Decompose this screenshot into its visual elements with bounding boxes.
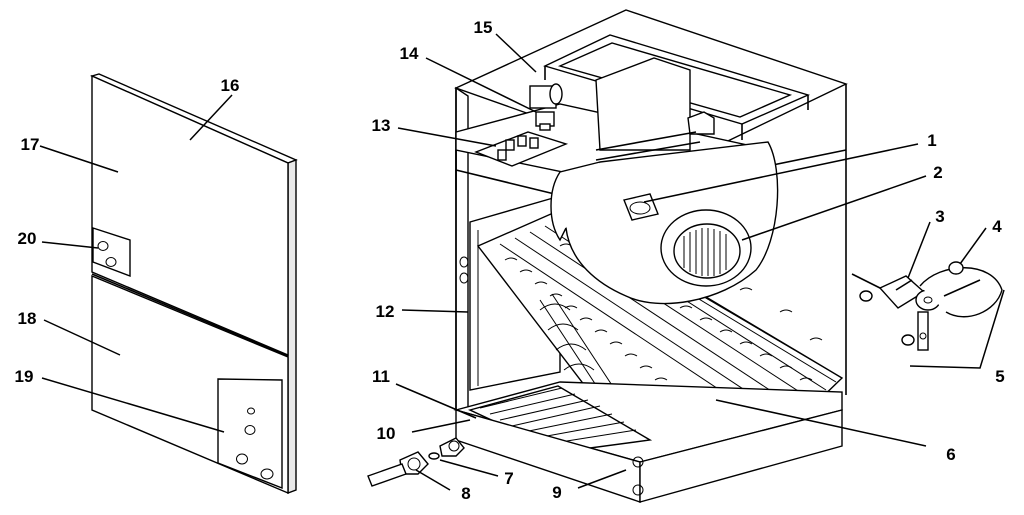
top-filter-frame [543,34,811,151]
callout-17: 17 [21,135,40,154]
callout-13: 13 [372,116,391,135]
callout-6: 6 [946,445,955,464]
callout-15: 15 [474,18,493,37]
motor-mount-assembly [851,261,1003,351]
callout-10: 10 [377,424,396,443]
transformer [529,83,563,131]
drain-fitting [367,451,429,487]
callout-2: 2 [933,163,942,182]
callout-5: 5 [995,367,1004,386]
drain-plug [428,437,465,460]
callout-19: 19 [15,367,34,386]
callout-20: 20 [18,229,37,248]
callout-3: 3 [935,207,944,226]
drain-pan [453,381,843,503]
callout-12: 12 [376,302,395,321]
callout-18: 18 [18,309,37,328]
callout-4: 4 [992,217,1002,236]
callout-9: 9 [552,483,561,502]
leader-lines [39,33,1005,491]
callout-14: 14 [400,44,419,63]
blower-housing [550,131,779,305]
control-board [474,131,569,167]
callout-11: 11 [372,367,390,386]
upper-panel-plate [92,227,131,278]
callout-1: 1 [927,131,936,150]
callout-7: 7 [504,469,513,488]
callout-8: 8 [461,484,470,503]
lower-panel-plate [217,378,283,490]
callout-16: 16 [221,76,240,95]
callout-labels: 1 2 3 4 5 6 7 8 9 10 11 12 13 14 15 16 1… [15,18,1005,503]
